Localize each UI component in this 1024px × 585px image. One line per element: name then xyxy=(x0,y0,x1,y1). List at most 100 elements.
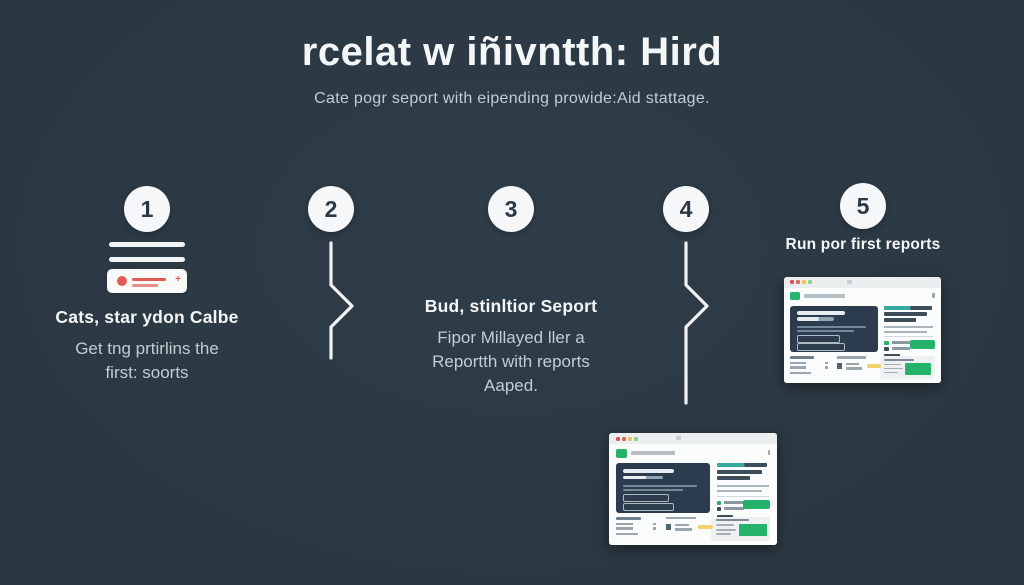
browser-dot-icon xyxy=(790,280,795,285)
skeleton-line xyxy=(615,527,633,530)
summary-card-decor xyxy=(879,356,935,380)
skeleton-number xyxy=(652,527,657,530)
summary-card-decor xyxy=(711,516,771,541)
step-3-body: Fipor Millayed ller a Reportth with repo… xyxy=(432,328,590,395)
step-4-number-badge: 4 xyxy=(663,186,709,232)
browser-tab-decor xyxy=(676,436,682,441)
step-1: 1 + Cats, star ydon Calbe Get tng prtirl… xyxy=(32,186,262,385)
skeleton-line xyxy=(623,489,684,491)
skeleton-number xyxy=(652,522,657,526)
step-1-number-badge: 1 xyxy=(124,186,170,232)
browser-titlebar xyxy=(784,277,941,288)
browser-dot-icon xyxy=(615,436,620,441)
browser-dot-icon xyxy=(808,280,813,285)
browser-dot-icon xyxy=(633,436,638,441)
browser-titlebar xyxy=(609,433,777,445)
browser-dot-icon xyxy=(627,436,632,441)
page-title: rcelat w iñivntth: Hird xyxy=(301,30,723,74)
app-logo-icon xyxy=(790,291,801,301)
skeleton-heading xyxy=(884,318,916,322)
app-content xyxy=(784,287,941,383)
skeleton-line xyxy=(891,341,914,344)
skeleton-line xyxy=(615,522,633,526)
skeleton-line xyxy=(716,489,762,493)
app-name-decor xyxy=(630,451,675,455)
step-2-number-badge: 2 xyxy=(308,186,354,232)
chevron-right-connector xyxy=(684,241,709,405)
outline-button-decor xyxy=(797,343,845,351)
hero-panel-decor xyxy=(790,305,879,353)
step-3-heading: Bud, stinltior Seport xyxy=(424,296,598,316)
skeleton-heading xyxy=(716,519,749,522)
form-card-decor: + xyxy=(107,269,187,293)
skeleton-heading xyxy=(837,356,866,359)
red-line-decor xyxy=(132,278,166,281)
outline-button-decor xyxy=(797,335,840,343)
check-icon xyxy=(716,500,721,505)
step-1-heading: Cats, star ydon Calbe xyxy=(55,307,239,327)
step-3: 3 Bud, stinltior Seport Fipor Millayed l… xyxy=(401,186,621,398)
skeleton-line xyxy=(797,330,854,332)
browser-dot-icon xyxy=(802,280,807,285)
hero-panel-decor xyxy=(615,463,710,513)
skeleton-line xyxy=(675,528,693,531)
skeleton-line xyxy=(884,330,927,333)
skeleton-line xyxy=(716,484,769,488)
page-subtitle: Cate pogr seport with eipending prowide:… xyxy=(314,90,710,107)
skeleton-line xyxy=(716,528,737,531)
skeleton-number xyxy=(824,366,828,369)
skeleton-line xyxy=(884,367,903,370)
skeleton-line xyxy=(884,371,899,374)
skeleton-heading xyxy=(716,463,767,468)
green-button-decor xyxy=(743,499,771,509)
document-list-icon: + xyxy=(32,242,262,293)
skeleton-heading xyxy=(716,469,762,474)
skeleton-line xyxy=(790,371,811,374)
skeleton-heading xyxy=(716,476,751,481)
skeleton-line xyxy=(716,524,734,527)
step-5: 5 Run por first reports xyxy=(753,183,973,254)
skeleton-line xyxy=(615,532,638,536)
text-line-decor xyxy=(109,242,185,247)
red-dot-icon xyxy=(117,276,127,286)
kebab-menu-icon xyxy=(932,293,935,299)
check-icon xyxy=(884,346,889,351)
skeleton-line xyxy=(846,367,862,370)
skeleton-heading xyxy=(884,311,927,316)
skeleton-line xyxy=(884,325,934,329)
text-line-decor xyxy=(109,257,185,262)
green-button-decor xyxy=(905,362,932,375)
browser-tab-decor xyxy=(846,279,852,284)
kebab-menu-icon xyxy=(767,450,771,456)
step-1-body: Get tng prtirlins the first: soorts xyxy=(75,339,219,382)
yellow-highlight-chip xyxy=(867,363,882,369)
outline-button-decor xyxy=(623,494,669,503)
skeleton-line xyxy=(891,347,911,350)
app-logo-icon xyxy=(615,448,627,458)
browser-dot-icon xyxy=(621,436,626,441)
green-button-decor xyxy=(909,340,935,349)
skeleton-heading xyxy=(797,317,835,321)
skeleton-line xyxy=(790,361,806,365)
yellow-highlight-chip xyxy=(698,524,714,530)
skeleton-heading xyxy=(884,305,932,310)
currency-decor xyxy=(666,523,672,531)
browser-dot-icon xyxy=(796,280,801,285)
divider xyxy=(716,495,769,497)
step-5-number-badge: 5 xyxy=(840,183,886,229)
skeleton-number xyxy=(824,361,828,365)
app-name-decor xyxy=(804,294,846,298)
skeleton-heading xyxy=(884,358,915,361)
plus-icon: + xyxy=(175,274,181,285)
divider xyxy=(884,336,934,338)
skeleton-heading xyxy=(615,516,641,520)
step-2: 2 xyxy=(306,186,356,232)
check-icon xyxy=(884,341,889,345)
skeleton-line xyxy=(724,507,745,510)
report-app-screenshot-thumbnail xyxy=(784,277,941,383)
skeleton-line xyxy=(797,326,866,329)
skeleton-line xyxy=(884,363,901,366)
skeleton-line xyxy=(716,533,732,535)
skeleton-line xyxy=(724,501,748,504)
